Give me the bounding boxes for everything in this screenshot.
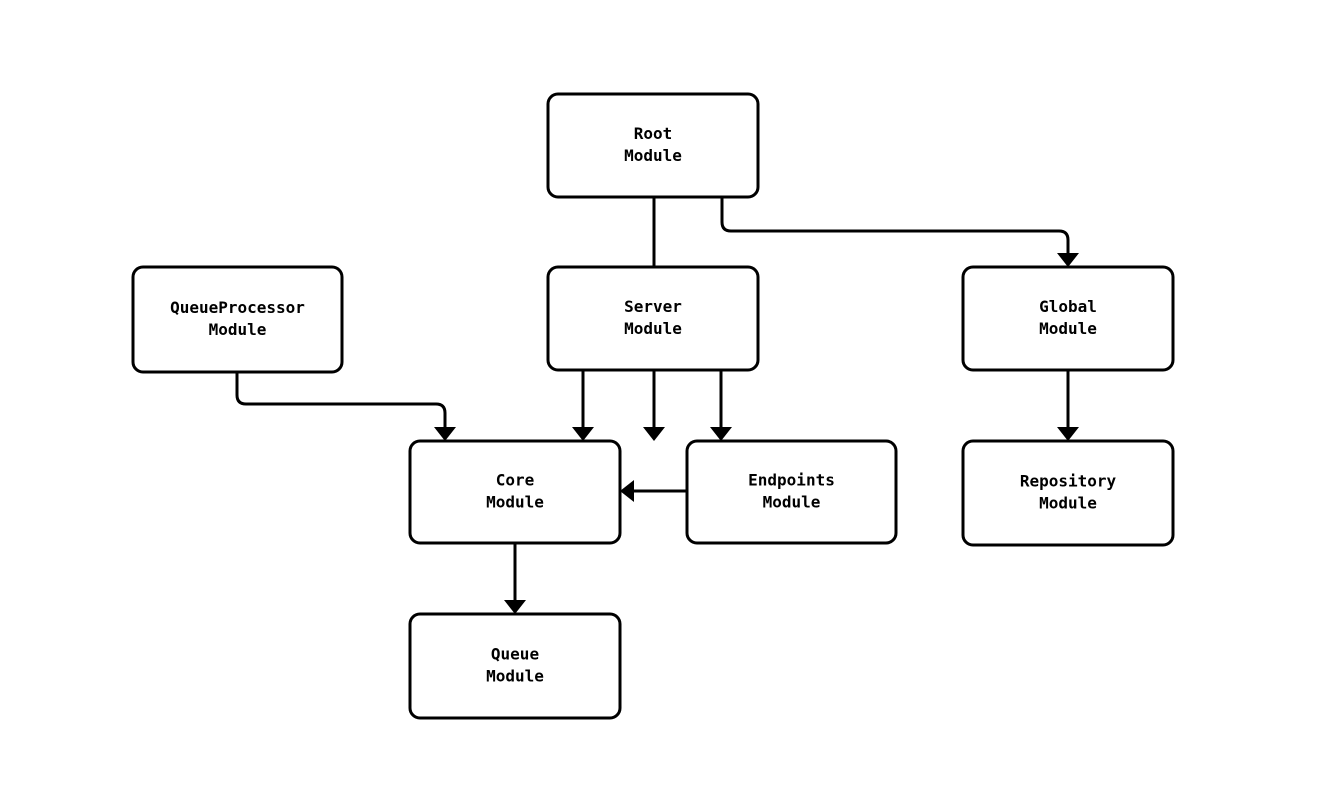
edge-queueprocessor-to-core bbox=[235, 372, 456, 441]
queue-module-node-box[interactable] bbox=[408, 612, 622, 720]
core-module-node-box[interactable] bbox=[408, 439, 622, 545]
edge-root-to-global bbox=[720, 197, 1079, 267]
endpoints-module-node-label-line2: Module bbox=[763, 493, 821, 512]
edge-root-to-server-arrowhead bbox=[643, 427, 665, 441]
repository-module-node-box[interactable] bbox=[961, 439, 1175, 547]
global-module-node-label-line1: Global bbox=[1039, 297, 1097, 316]
repository-module-node-label-line2: Module bbox=[1039, 494, 1097, 513]
edge-root-to-global-arrowhead bbox=[1057, 253, 1079, 267]
edge-layer bbox=[235, 197, 1079, 614]
server-module-node-box[interactable] bbox=[546, 265, 760, 372]
root-module-node-label-line2: Module bbox=[624, 146, 682, 165]
queue-module-node-label-line1: Queue bbox=[491, 645, 539, 664]
edge-queueprocessor-to-core-line bbox=[235, 372, 447, 429]
edge-endpoints-to-core-arrowhead bbox=[620, 480, 634, 502]
root-module-node-box[interactable] bbox=[546, 92, 760, 199]
edge-global-to-repository bbox=[1057, 370, 1079, 441]
edge-endpoints-to-core bbox=[620, 480, 687, 502]
edge-server-to-core-arrowhead bbox=[572, 427, 594, 441]
server-module-node-label-line2: Module bbox=[624, 319, 682, 338]
edge-server-to-endpoints-arrowhead bbox=[710, 427, 732, 441]
edge-core-to-queue-arrowhead bbox=[504, 600, 526, 614]
edge-server-to-core bbox=[572, 370, 594, 441]
edge-server-to-endpoints bbox=[710, 370, 732, 441]
root-module-node-label-line1: Root bbox=[634, 124, 673, 143]
endpoints-module-node-label-line1: Endpoints bbox=[748, 471, 835, 490]
edge-root-to-global-line bbox=[720, 197, 1070, 255]
global-module-node-label-line2: Module bbox=[1039, 319, 1097, 338]
server-module-node-label-line1: Server bbox=[624, 297, 682, 316]
node-layer: RootModuleQueueProcessorModuleServerModu… bbox=[131, 92, 1175, 720]
queueprocessor-module-node-label-line1: QueueProcessor bbox=[170, 298, 305, 317]
queueprocessor-module-node-label-line2: Module bbox=[209, 320, 267, 339]
endpoints-module-node-box[interactable] bbox=[685, 439, 898, 545]
core-module-node-label-line1: Core bbox=[496, 471, 535, 490]
repository-module-node-label-line1: Repository bbox=[1020, 472, 1117, 491]
global-module-node-box[interactable] bbox=[961, 265, 1175, 372]
queueprocessor-module-node-box[interactable] bbox=[131, 265, 344, 374]
core-module-node-label-line2: Module bbox=[486, 493, 544, 512]
queue-module-node-label-line2: Module bbox=[486, 667, 544, 686]
edge-core-to-queue bbox=[504, 543, 526, 614]
edge-global-to-repository-arrowhead bbox=[1057, 427, 1079, 441]
edge-queueprocessor-to-core-arrowhead bbox=[434, 427, 456, 441]
